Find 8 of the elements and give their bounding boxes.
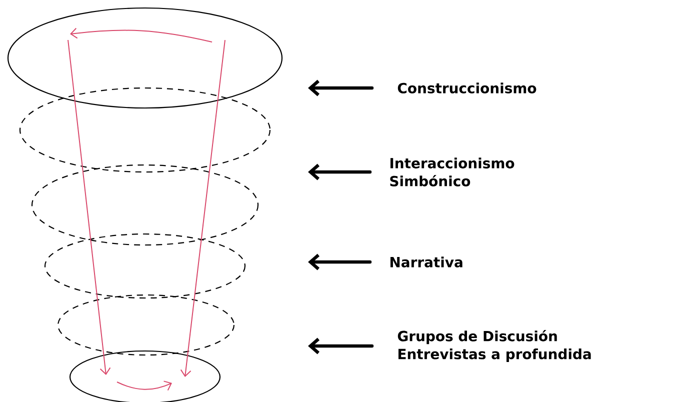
arrow (308, 80, 374, 96)
label-text: Construccionismo (398, 82, 536, 94)
arrow (308, 164, 372, 180)
arrow (308, 254, 372, 270)
label-text: Interaccionismo Simbónico (390, 158, 514, 186)
label-text: Grupos de Discusión Entrevistas a profundida (398, 330, 591, 362)
arrow (308, 338, 374, 354)
label-text: Narrativa (390, 256, 462, 268)
